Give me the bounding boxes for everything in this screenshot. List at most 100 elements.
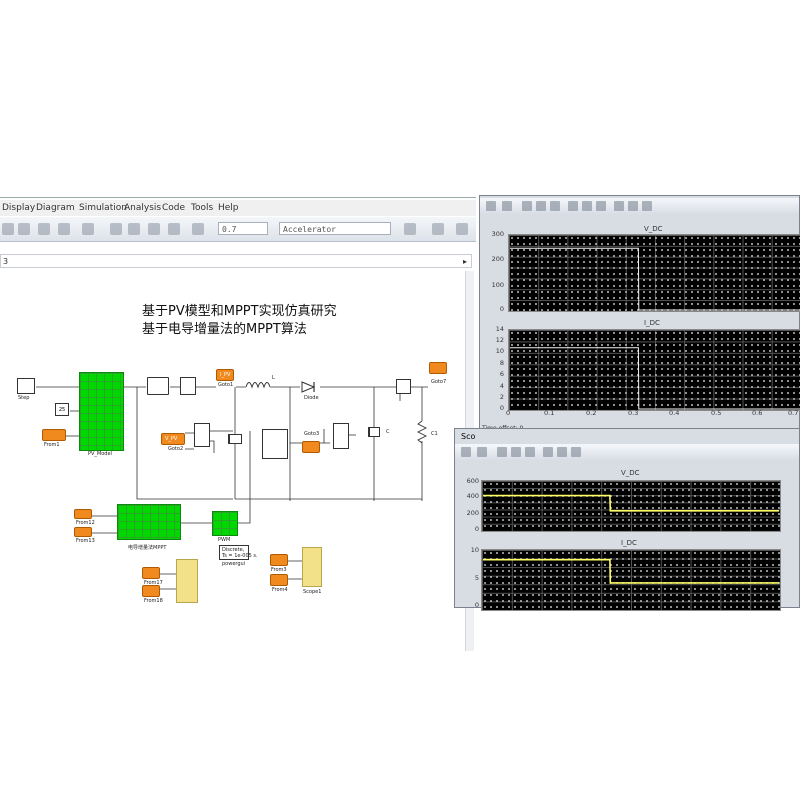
pv-model-block[interactable] — [79, 372, 124, 451]
goto7-label: Goto7 — [431, 379, 447, 385]
from1-block[interactable] — [42, 429, 66, 441]
from3-block[interactable] — [270, 554, 288, 566]
vpv-tag-block[interactable]: V_PV — [161, 433, 185, 445]
menu-analysis[interactable]: Analysis — [124, 203, 162, 213]
bottom-idc-plot[interactable] — [481, 549, 781, 611]
series-line — [510, 247, 800, 311]
stop-time-field[interactable]: 0.7 — [218, 222, 268, 235]
xtick: 0.5 — [711, 409, 722, 417]
menu-tools[interactable]: Tools — [191, 203, 214, 213]
zoom-y-icon[interactable] — [550, 201, 560, 211]
goto7-block[interactable] — [429, 362, 447, 374]
zoom-x-icon[interactable] — [511, 447, 521, 457]
cap-in-block[interactable] — [228, 434, 242, 444]
goto2-label: Goto2 — [168, 446, 184, 452]
print-icon[interactable] — [486, 201, 496, 211]
print-icon[interactable] — [461, 447, 471, 457]
step-back-icon[interactable] — [110, 223, 122, 235]
xtick: 0.7 — [788, 409, 799, 417]
current-measurement-block[interactable] — [147, 377, 169, 395]
back-icon[interactable] — [2, 223, 14, 235]
autoscale-icon[interactable] — [568, 201, 578, 211]
performance-icon[interactable] — [404, 223, 416, 235]
toolbar: 0.7 Accelerator — [0, 217, 476, 242]
menu-code[interactable]: Code — [162, 203, 186, 213]
scope1-block[interactable] — [302, 547, 322, 587]
ytick: 10 — [495, 347, 504, 355]
top-vdc-plot[interactable] — [508, 234, 800, 312]
zoom-icon[interactable] — [522, 201, 532, 211]
powergui-block[interactable]: Discrete, Ts = 1e-005 s. — [219, 545, 258, 560]
parameters-icon[interactable] — [477, 447, 487, 457]
debug-icon[interactable] — [456, 223, 468, 235]
top-idc-plot[interactable] — [508, 329, 800, 411]
inductor-symbol[interactable] — [246, 380, 270, 392]
lock-axes-icon[interactable] — [628, 201, 638, 211]
ytick: 0 — [499, 305, 504, 313]
bottom-vdc-plot[interactable] — [481, 480, 781, 532]
record-icon[interactable] — [192, 223, 204, 235]
goto3-block[interactable] — [302, 441, 320, 453]
up-icon[interactable] — [18, 223, 30, 235]
zoom-y-icon[interactable] — [525, 447, 535, 457]
goto1-block[interactable]: I_PV — [216, 369, 234, 381]
menu-display[interactable]: Display — [2, 203, 36, 213]
diode-label: Diode — [304, 395, 319, 401]
igbt-block[interactable] — [262, 429, 288, 459]
stop-icon[interactable] — [168, 223, 180, 235]
top-plot2-title: I_DC — [644, 319, 660, 327]
model-title-line2: 基于电导增量法的MPPT算法 — [142, 322, 307, 337]
build-icon[interactable] — [432, 223, 444, 235]
zoom-x-icon[interactable] — [536, 201, 546, 211]
settings-icon[interactable] — [58, 223, 70, 235]
address-bar[interactable]: 3 ▸ — [0, 254, 472, 268]
scope-window-top: V_DC 300 200 100 0 I_DC 14 12 10 8 6 4 2… — [479, 195, 800, 437]
resistor-symbol[interactable] — [417, 421, 427, 443]
model-explorer-icon[interactable] — [82, 223, 94, 235]
gain-block[interactable] — [180, 377, 196, 395]
ytick: 6 — [499, 370, 504, 378]
ytick: 12 — [495, 336, 504, 344]
from17-label: From17 — [144, 580, 163, 586]
save-axes-icon[interactable] — [582, 201, 592, 211]
menu-help[interactable]: Help — [218, 203, 239, 213]
from12-vpv-block[interactable] — [74, 509, 92, 519]
zoom-icon[interactable] — [497, 447, 507, 457]
pwm-block[interactable] — [212, 511, 238, 536]
restore-axes-icon[interactable] — [596, 201, 606, 211]
pv-model-label: PV_Model — [88, 451, 112, 457]
constant-block[interactable]: 25 — [55, 403, 69, 416]
capacitor-block[interactable] — [368, 427, 380, 437]
parameters-icon[interactable] — [502, 201, 512, 211]
diode-symbol[interactable] — [300, 381, 320, 393]
step-forward-icon[interactable] — [148, 223, 160, 235]
signal-selection-icon[interactable] — [642, 201, 652, 211]
current-meas2-block[interactable] — [396, 379, 411, 394]
autoscale-icon[interactable] — [543, 447, 553, 457]
from12-label: From12 — [76, 520, 95, 526]
floating-scope-icon[interactable] — [614, 201, 624, 211]
model-canvas[interactable]: 基于PV模型和MPPT实现仿真研究 基于电导增量法的MPPT算法 — [0, 271, 464, 651]
from18-block[interactable] — [142, 585, 160, 597]
simulation-mode-select[interactable]: Accelerator — [279, 222, 391, 235]
from17-block[interactable] — [142, 567, 160, 579]
ytick: 10 — [470, 546, 479, 554]
from13-ipv-block[interactable] — [74, 527, 92, 537]
ytick: 0 — [474, 525, 479, 533]
trace-svg — [483, 494, 779, 512]
from4-block[interactable] — [270, 574, 288, 586]
voltage-measurement-block[interactable] — [194, 423, 210, 447]
chevron-right-icon[interactable]: ▸ — [462, 257, 467, 266]
restore-axes-icon[interactable] — [571, 447, 581, 457]
library-icon[interactable] — [38, 223, 50, 235]
step-block[interactable] — [17, 378, 35, 394]
scope-block[interactable] — [176, 559, 198, 603]
mppt-block[interactable] — [117, 504, 181, 540]
ytick: 8 — [499, 359, 504, 367]
run-icon[interactable] — [128, 223, 140, 235]
menu-simulation[interactable]: Simulation — [79, 203, 127, 213]
voltage-meas2-block[interactable] — [333, 423, 349, 449]
ytick: 5 — [474, 574, 479, 582]
menu-diagram[interactable]: Diagram — [36, 203, 75, 213]
save-axes-icon[interactable] — [557, 447, 567, 457]
